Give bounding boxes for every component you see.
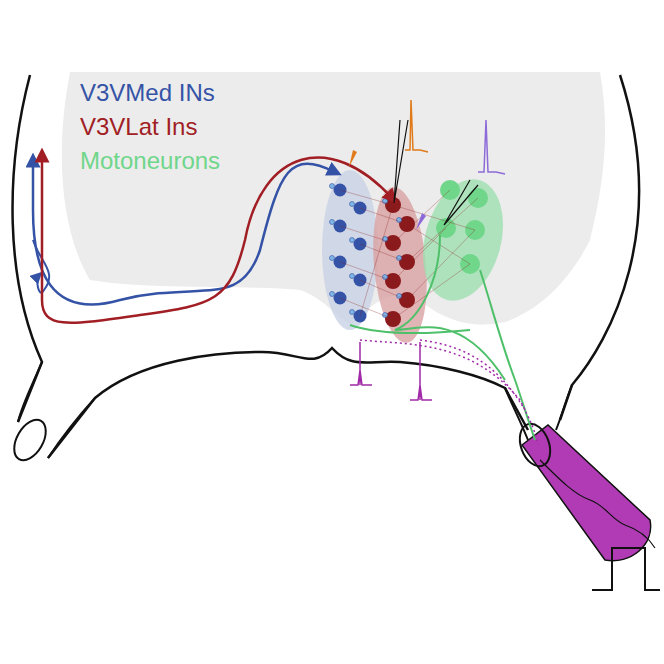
synaptic-bouton xyxy=(350,202,355,207)
synaptic-connection xyxy=(340,298,393,319)
electrode-wire xyxy=(540,460,655,548)
synaptic-connection xyxy=(360,280,407,300)
synaptic-connection xyxy=(407,230,475,300)
synaptic-bouton xyxy=(330,220,335,225)
synaptic-bouton xyxy=(330,184,335,189)
synaptic-connection xyxy=(360,208,407,224)
synaptic-connection xyxy=(360,244,407,262)
orange-trace xyxy=(405,100,428,152)
synaptic-connection xyxy=(393,264,470,319)
synaptic-connection xyxy=(340,226,393,243)
suction-electrode xyxy=(522,425,651,561)
v3-vlat-axon xyxy=(42,155,392,323)
cell-type-label: V3VLat Ins xyxy=(80,114,197,140)
root-stim-traces xyxy=(350,342,432,400)
synaptic-bouton xyxy=(330,256,335,261)
dotted-antidromic-path xyxy=(360,340,538,445)
synaptic-connection xyxy=(393,190,450,243)
stimulus-pulse xyxy=(592,548,660,590)
cell-type-label: Motoneurons xyxy=(80,148,220,174)
cell-type-label: V3VMed INs xyxy=(80,80,215,106)
synaptic-bouton xyxy=(330,292,335,297)
synaptic-bouton xyxy=(350,310,355,315)
motor-axon xyxy=(350,235,535,440)
synaptic-connection xyxy=(393,205,475,230)
synaptic-bouton xyxy=(350,274,355,279)
purple-trace xyxy=(478,120,505,174)
v3-vmed-cluster xyxy=(322,170,378,330)
electrode-tip xyxy=(514,420,555,471)
spinal-cord-outline xyxy=(13,75,640,458)
synaptic-bouton xyxy=(350,238,355,243)
blue-tick xyxy=(416,213,426,230)
synaptic-connection xyxy=(407,198,478,262)
synaptic-connection xyxy=(340,262,393,281)
synaptic-connection xyxy=(360,205,393,316)
dorsal-root-end xyxy=(8,414,53,465)
recording-pipette xyxy=(394,120,478,225)
orange-tick xyxy=(349,150,357,167)
v3-vmed-axon xyxy=(33,160,335,304)
v3-vlat-cluster xyxy=(367,185,432,345)
